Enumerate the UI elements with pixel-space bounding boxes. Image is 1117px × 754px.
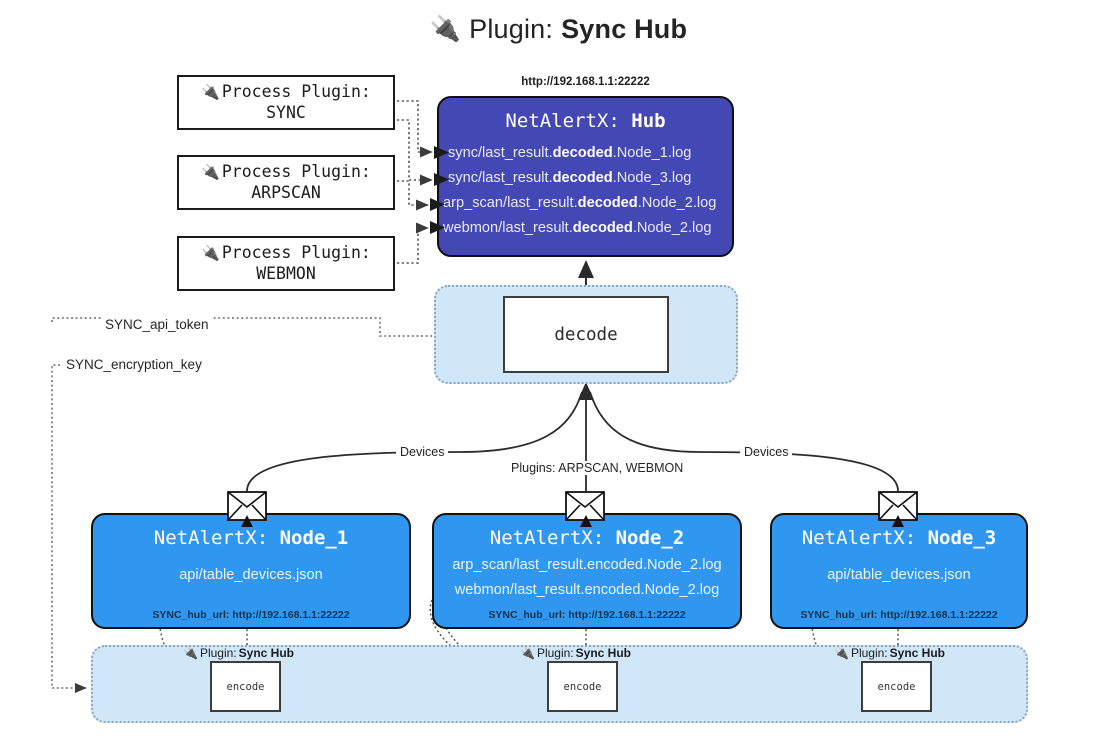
edge-label-plugins: Plugins: ARPSCAN, WEBMON — [507, 461, 688, 475]
process-plugin-arpscan[interactable]: 🔌 Process Plugin: ARPSCAN — [177, 155, 395, 210]
plug-icon: 🔌 — [834, 646, 849, 660]
log-mid: decoded — [572, 220, 633, 236]
node-footer: SYNC_hub_url: http://192.168.1.1:22222 — [152, 609, 350, 621]
hub-title-name: Hub — [631, 110, 666, 132]
log-pre: sync/last_result. — [448, 170, 553, 186]
process-plugin-label: Process Plugin: — [221, 81, 371, 101]
encode-box[interactable]: encode — [547, 661, 618, 712]
process-plugin-label: Process Plugin: — [221, 161, 371, 181]
hub-log-line: webmon/last_result.decoded.Node_2.log — [439, 216, 732, 241]
hub-url: http://192.168.1.1:22222 — [521, 76, 650, 88]
hub-title: NetAlertX: Hub — [439, 110, 732, 132]
node-line: arp_scan/last_result.encoded.Node_2.log — [452, 557, 722, 573]
hub-title-prefix: NetAlertX: — [505, 110, 620, 132]
envelope-icon — [878, 491, 918, 521]
page-title: 🔌 Plugin: Sync Hub — [0, 14, 1117, 45]
log-pre: webmon/last_result. — [443, 220, 573, 236]
node-line: webmon/last_result.encoded.Node_2.log — [454, 582, 720, 598]
encoder-caption-name: Sync Hub — [889, 646, 945, 660]
node-title-name: Node_3 — [927, 527, 997, 549]
process-plugin-name: ARPSCAN — [251, 182, 321, 202]
log-pre: sync/last_result. — [448, 145, 553, 161]
plug-icon: 🔌 — [183, 646, 198, 660]
node-line: api/table_devices.json — [179, 567, 323, 583]
node-title-prefix: NetAlertX: — [801, 527, 917, 549]
edge-label-devices-right: Devices — [740, 445, 793, 459]
encode-box[interactable]: encode — [861, 661, 932, 712]
label-sync-api-token: SYNC_api_token — [101, 317, 213, 332]
process-plugin-name: WEBMON — [256, 263, 316, 283]
page-title-name: Sync Hub — [561, 14, 688, 44]
plug-icon: 🔌 — [429, 15, 462, 43]
node-line-list: api/table_devices.json — [772, 563, 1026, 588]
node-line: api/table_devices.json — [827, 567, 971, 583]
plug-icon: 🔌 — [201, 162, 220, 181]
log-post: .Node_1.log — [612, 145, 692, 161]
hub-node[interactable]: NetAlertX: Hub sync/last_result.decoded.… — [437, 96, 734, 257]
plug-icon: 🔌 — [201, 243, 220, 262]
node-title: NetAlertX: Node_3 — [772, 527, 1026, 549]
log-post: .Node_2.log — [637, 195, 717, 211]
log-mid: decoded — [552, 170, 613, 186]
node-title: NetAlertX: Node_1 — [93, 527, 409, 549]
node-box-node-3[interactable]: NetAlertX: Node_3 api/table_devices.json… — [770, 513, 1028, 629]
label-sync-encryption-key: SYNC_encryption_key — [62, 357, 206, 372]
encoder-caption-prefix: Plugin: — [199, 646, 237, 660]
encoder-caption: 🔌 Plugin: Sync Hub — [183, 646, 294, 660]
envelope-icon — [565, 491, 605, 521]
encoder-caption: 🔌 Plugin: Sync Hub — [520, 646, 631, 660]
log-post: .Node_2.log — [632, 220, 712, 236]
node-title-prefix: NetAlertX: — [153, 527, 269, 549]
hub-log-line: sync/last_result.decoded.Node_3.log — [439, 166, 732, 191]
log-post: .Node_3.log — [612, 170, 692, 186]
hub-log-line: arp_scan/last_result.decoded.Node_2.log — [439, 191, 732, 216]
process-plugin-sync[interactable]: 🔌 Process Plugin: SYNC — [177, 75, 395, 130]
node-line-list: arp_scan/last_result.encoded.Node_2.log … — [434, 553, 740, 603]
encode-box[interactable]: encode — [210, 661, 281, 712]
plug-icon: 🔌 — [201, 82, 220, 101]
encoder-caption-prefix: Plugin: — [850, 646, 888, 660]
node-title: NetAlertX: Node_2 — [434, 527, 740, 549]
node-box-node-1[interactable]: NetAlertX: Node_1 api/table_devices.json… — [91, 513, 411, 629]
plug-icon: 🔌 — [520, 646, 535, 660]
node-title-name: Node_2 — [615, 527, 685, 549]
decode-box[interactable]: decode — [503, 296, 669, 373]
node-title-name: Node_1 — [279, 527, 349, 549]
process-plugin-label: Process Plugin: — [221, 242, 371, 262]
node-line-list: api/table_devices.json — [93, 563, 409, 588]
encoder-caption-name: Sync Hub — [575, 646, 631, 660]
envelope-icon — [227, 491, 267, 521]
log-mid: decoded — [577, 195, 638, 211]
encoder-caption: 🔌 Plugin: Sync Hub — [834, 646, 945, 660]
hub-log-line: sync/last_result.decoded.Node_1.log — [439, 141, 732, 166]
log-pre: arp_scan/last_result. — [443, 195, 578, 211]
log-mid: decoded — [552, 145, 613, 161]
edge-label-devices-left: Devices — [396, 445, 449, 459]
process-plugin-webmon[interactable]: 🔌 Process Plugin: WEBMON — [177, 236, 395, 291]
process-plugin-name: SYNC — [266, 102, 306, 122]
node-footer: SYNC_hub_url: http://192.168.1.1:22222 — [800, 609, 998, 621]
page-title-prefix: Plugin: — [469, 14, 554, 44]
hub-log-list: sync/last_result.decoded.Node_1.log sync… — [439, 141, 732, 241]
node-footer: SYNC_hub_url: http://192.168.1.1:22222 — [488, 609, 686, 621]
node-title-prefix: NetAlertX: — [489, 527, 605, 549]
node-box-node-2[interactable]: NetAlertX: Node_2 arp_scan/last_result.e… — [432, 513, 742, 629]
encoder-caption-name: Sync Hub — [238, 646, 294, 660]
encoder-caption-prefix: Plugin: — [536, 646, 574, 660]
